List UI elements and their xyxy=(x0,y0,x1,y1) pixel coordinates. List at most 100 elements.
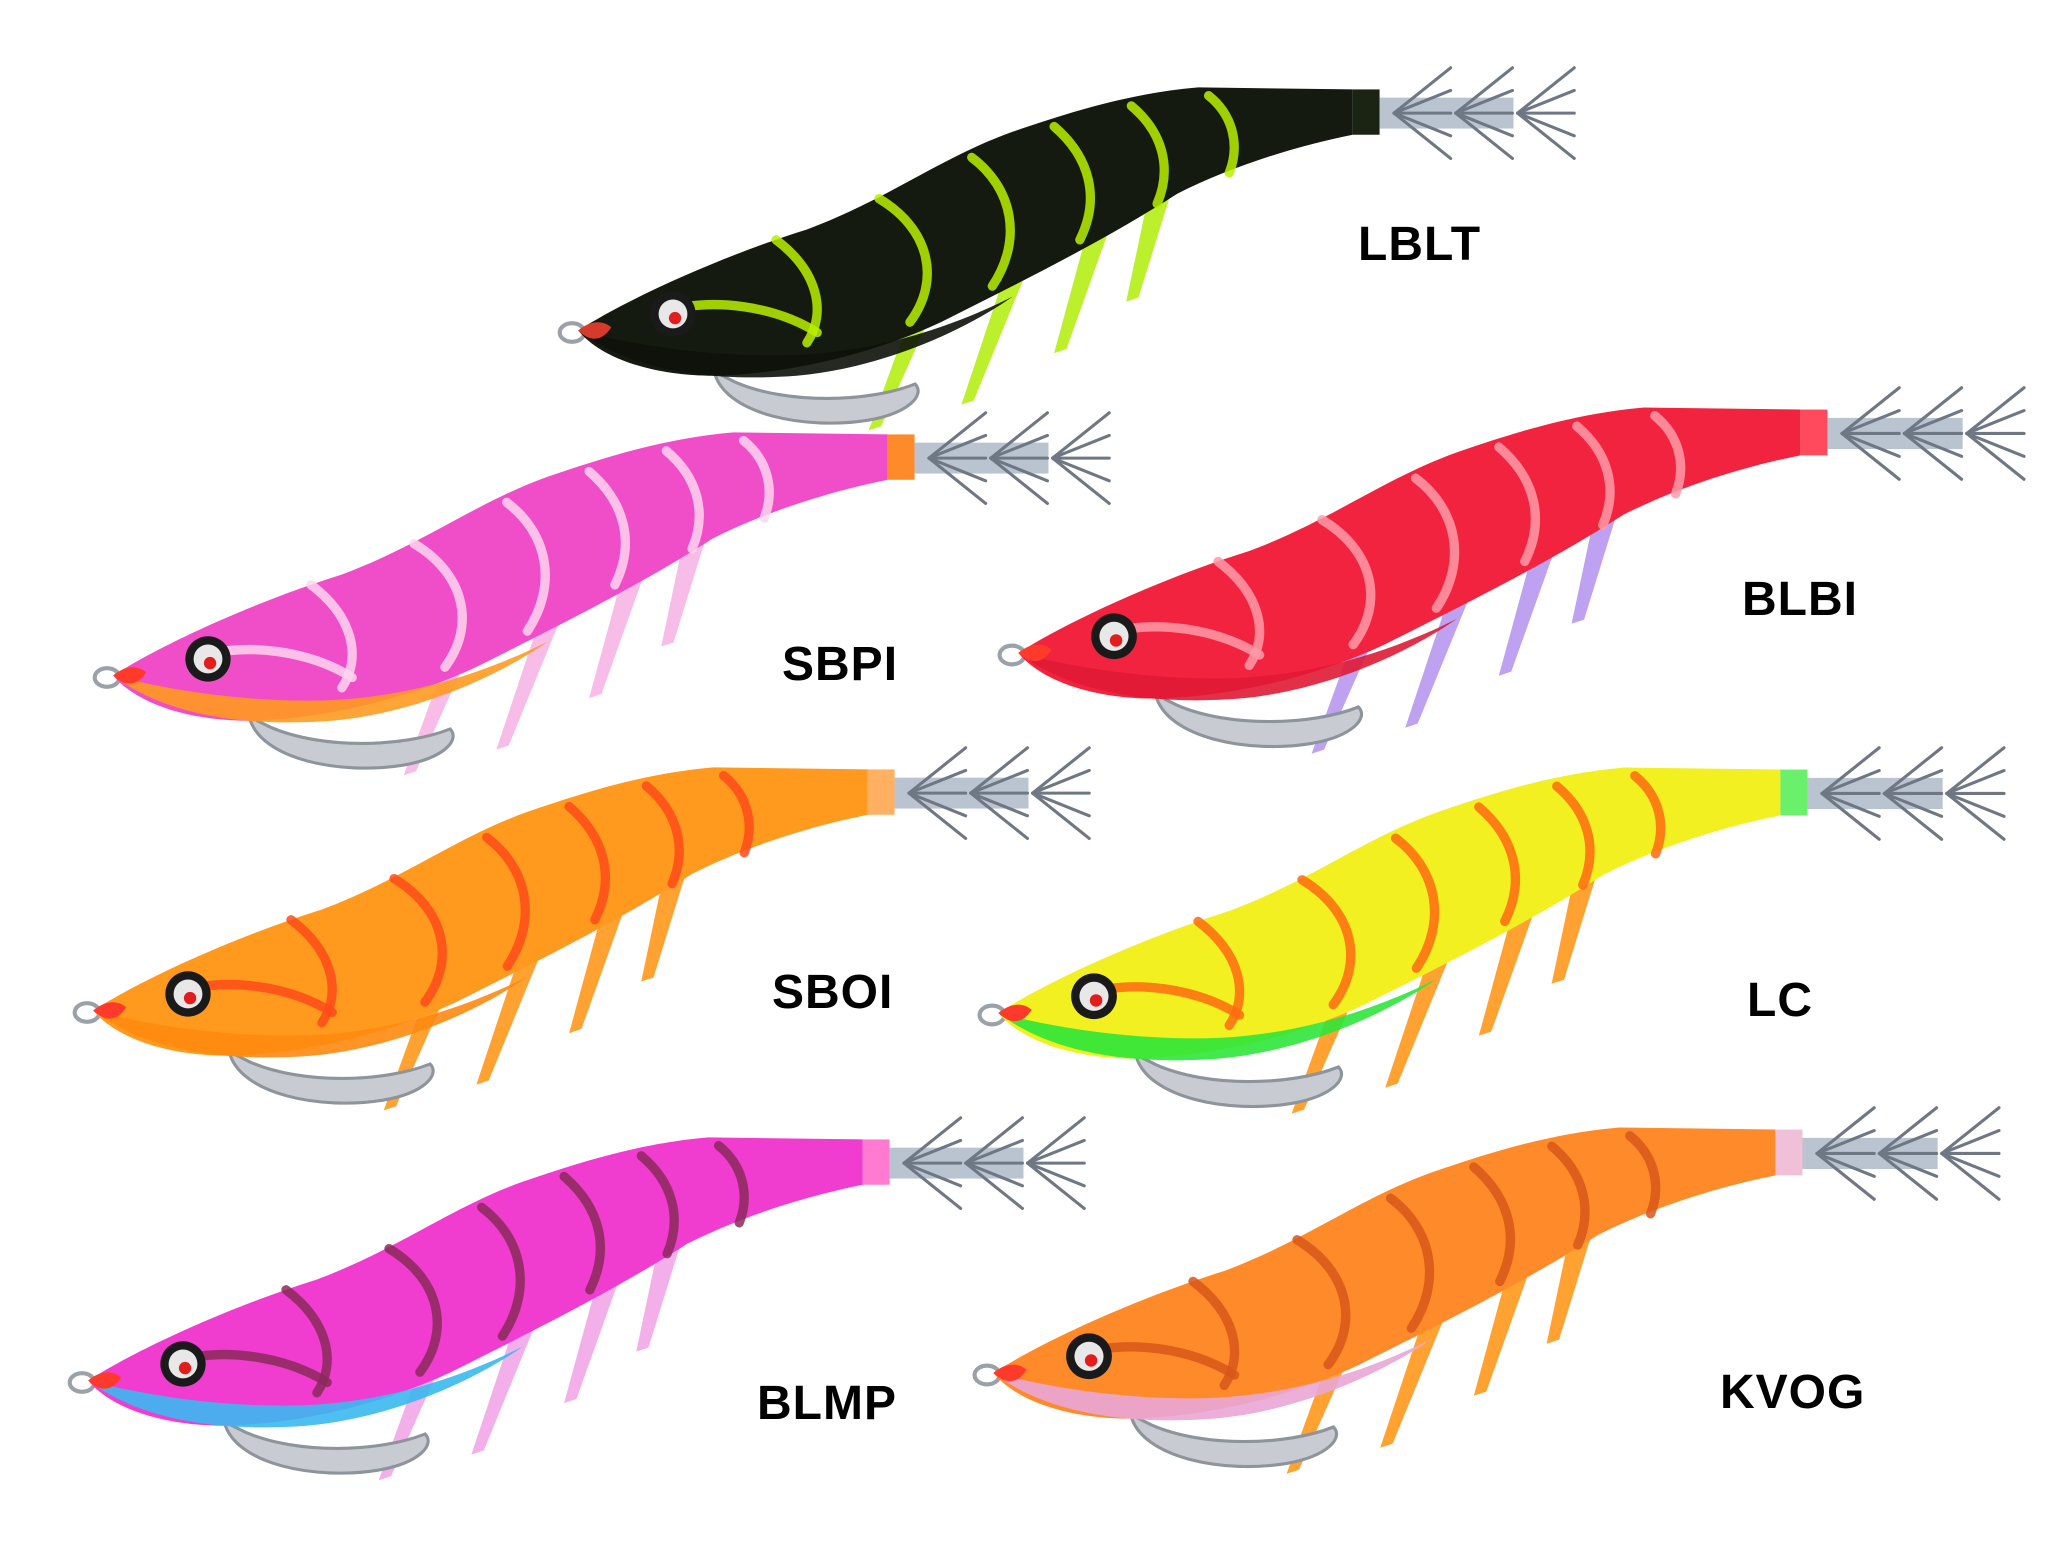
jig-stripe xyxy=(1049,121,1095,245)
jig-fin xyxy=(1054,233,1108,354)
hook-spike xyxy=(1051,433,1111,460)
hook-spike xyxy=(964,1161,1024,1188)
jig-stripe xyxy=(1317,515,1376,650)
hook-spike xyxy=(1965,431,2026,481)
jig-belly xyxy=(113,641,548,723)
jig-belly xyxy=(998,978,1438,1061)
jig-stripe xyxy=(1385,1193,1435,1333)
jig-belly xyxy=(93,976,528,1058)
hook-spike xyxy=(969,791,1029,840)
jig-sbpi xyxy=(92,411,1111,776)
eye-pupil xyxy=(1089,994,1103,1007)
eye-pupil xyxy=(183,991,197,1005)
hook-spike xyxy=(1392,111,1453,160)
hook-spike xyxy=(1965,431,2026,458)
jig-stripe xyxy=(384,1243,442,1377)
hook-spike xyxy=(1877,1129,1939,1156)
hook-spike xyxy=(1454,111,1514,160)
jig-stripe xyxy=(738,435,774,523)
jig-stripe xyxy=(1630,771,1666,859)
jig-fin xyxy=(569,913,623,1034)
jig-stripe xyxy=(1494,442,1541,567)
hook-spike xyxy=(1945,791,2006,818)
hook-spike xyxy=(927,456,988,505)
jig-stripe xyxy=(1552,781,1595,890)
nose-cap xyxy=(998,1004,1032,1022)
jig-stripe xyxy=(1474,802,1521,927)
hook-spike xyxy=(1840,431,1901,458)
jig-fin xyxy=(961,274,1026,405)
hook-spike xyxy=(1392,66,1453,115)
jig-stripe xyxy=(1625,1131,1661,1219)
hook-spike xyxy=(927,411,988,460)
hook-spike xyxy=(1945,791,2006,841)
jig-fin xyxy=(1385,956,1450,1088)
jig-stripe xyxy=(661,446,704,554)
jig-lblt xyxy=(557,66,1576,431)
jig-fin xyxy=(589,578,643,699)
hook-spike xyxy=(1454,66,1514,115)
jig-fin xyxy=(496,619,561,750)
hook-spike xyxy=(1945,769,2006,796)
jig-belly xyxy=(993,1338,1433,1421)
jig-stripe xyxy=(641,781,684,889)
hook-spike xyxy=(1815,1129,1876,1156)
hook-spike xyxy=(902,1138,963,1165)
jig-fin xyxy=(641,877,685,982)
hook-spike xyxy=(1820,791,1881,841)
jig-stripe xyxy=(389,873,447,1007)
hook-spike xyxy=(902,1116,963,1165)
hook-spike xyxy=(927,433,988,460)
jig-stripe xyxy=(564,801,610,925)
jig-fin xyxy=(471,1324,536,1455)
jig-stripe xyxy=(584,466,630,590)
hook-spike xyxy=(1516,66,1576,115)
jig-fin xyxy=(1405,596,1470,728)
hook-spike xyxy=(1965,386,2026,436)
hook-spike xyxy=(989,456,1049,505)
jig-stripe xyxy=(559,1171,605,1295)
jig-sboi xyxy=(72,746,1091,1111)
sinker-weight xyxy=(1133,1051,1344,1109)
hook-spike xyxy=(1031,768,1091,795)
hook-spike xyxy=(1902,409,1964,436)
hook-spike xyxy=(1882,769,1944,796)
hook-spike xyxy=(1820,791,1881,818)
hook-spike xyxy=(907,746,968,795)
hook-spike xyxy=(907,768,968,795)
jig-kvog xyxy=(972,1106,2001,1474)
hook-spike xyxy=(989,411,1049,460)
color-code-lc: LC xyxy=(1747,974,1813,1027)
hook-spike xyxy=(1454,88,1514,115)
hook-spike xyxy=(1945,746,2006,796)
hook-spike xyxy=(1940,1151,2001,1178)
jig-stripe xyxy=(409,538,467,672)
hook-spike xyxy=(1902,431,1964,481)
eye-pupil xyxy=(668,311,682,325)
hook-spike xyxy=(1516,88,1576,115)
hook-spike xyxy=(1840,386,1901,436)
hook-spike xyxy=(1820,769,1881,796)
jig-stripe xyxy=(1292,1235,1351,1370)
hook-spike xyxy=(1026,1161,1086,1188)
tail-tip xyxy=(1775,1129,1803,1176)
jig-stripe xyxy=(967,152,1015,291)
hook-spike xyxy=(1516,111,1576,160)
hook-spike xyxy=(1026,1138,1086,1165)
sinker-weight xyxy=(246,713,455,770)
jig-fin xyxy=(564,1283,618,1404)
jig-fin xyxy=(476,954,541,1085)
sinker-weight xyxy=(1128,1411,1339,1469)
jig-belly xyxy=(88,1346,523,1428)
hook-spike xyxy=(1965,409,2026,436)
hook-spike xyxy=(1392,111,1453,138)
hook-spike xyxy=(1051,456,1111,505)
color-code-sbpi: SBPI xyxy=(782,638,899,691)
jig-stripe xyxy=(1203,90,1239,178)
jig-fin xyxy=(1571,518,1616,624)
jig-fin xyxy=(661,542,705,647)
hook-spike xyxy=(902,1161,963,1210)
hook-spike xyxy=(1815,1106,1876,1156)
